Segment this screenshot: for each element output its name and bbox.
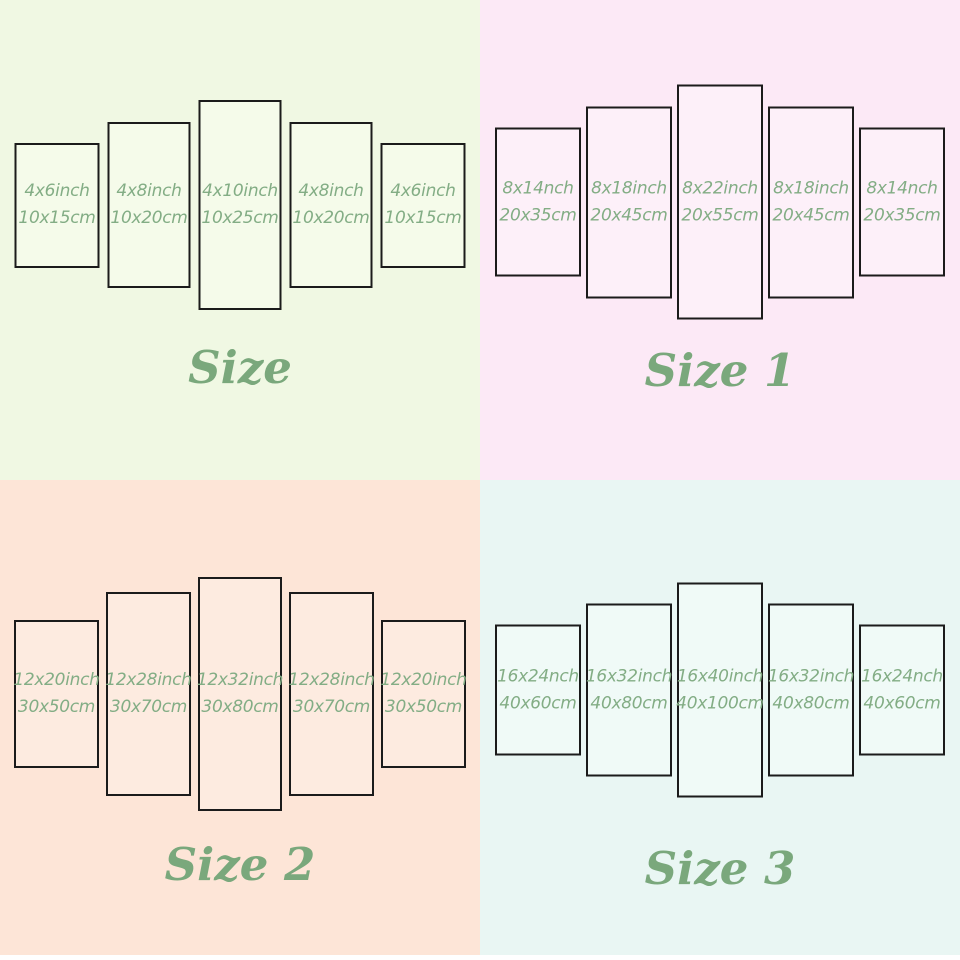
- quadrant-size: 4x6inch 10x15cm 4x8inch 10x20cm 4x10inch…: [0, 0, 480, 480]
- panel-label: 16x32inch 40x80cm: [585, 663, 673, 717]
- panel-size-inch: 4x6inch: [24, 181, 90, 201]
- panel-size-cm: 40x80cm: [772, 693, 850, 713]
- canvas-panel: 4x6inch 10x15cm: [380, 142, 466, 268]
- quadrant-size-1: 8x14nch 20x35cm 8x18inch 20x45cm 8x22inc…: [480, 0, 960, 480]
- canvas-panel: 16x32inch 40x80cm: [767, 603, 855, 777]
- canvas-panel: 12x28inch 30x70cm: [288, 592, 375, 796]
- panel-size-cm: 30x80cm: [201, 697, 279, 717]
- panel-size-inch: 12x20inch: [13, 670, 100, 690]
- panel-row: 4x6inch 10x15cm 4x8inch 10x20cm 4x10inch…: [14, 100, 466, 310]
- canvas-panel: 4x10inch 10x25cm: [198, 100, 282, 310]
- panel-size-cm: 20x45cm: [590, 205, 668, 225]
- panel-size-inch: 12x20inch: [380, 670, 467, 690]
- panel-size-cm: 30x70cm: [292, 697, 371, 717]
- panel-size-inch: 8x22inch: [682, 178, 758, 198]
- panel-size-inch: 4x6inch: [390, 181, 456, 201]
- quadrant-title: Size 2: [164, 838, 316, 891]
- panel-label: 16x40inch 40x100cm: [676, 663, 764, 717]
- canvas-panel: 12x20inch 30x50cm: [380, 620, 467, 768]
- panel-size-inch: 16x24nch: [497, 666, 579, 686]
- panel-label: 8x22inch 20x55cm: [681, 175, 758, 229]
- panel-size-cm: 40x60cm: [499, 693, 577, 713]
- panel-label: 12x32inch 30x80cm: [196, 667, 284, 721]
- panel-size-inch: 16x24nch: [861, 666, 943, 686]
- panel-size-cm: 10x15cm: [384, 208, 462, 228]
- canvas-panel: 12x20inch 30x50cm: [13, 620, 100, 768]
- panel-size-cm: 10x25cm: [201, 208, 279, 228]
- panel-size-cm: 20x35cm: [863, 205, 941, 225]
- panel-size-cm: 30x50cm: [384, 697, 463, 717]
- panel-label: 16x24nch 40x60cm: [861, 663, 943, 717]
- panel-size-inch: 16x40inch: [676, 666, 764, 686]
- panel-size-inch: 16x32inch: [585, 666, 673, 686]
- panel-label: 12x20inch 30x50cm: [380, 667, 467, 721]
- canvas-panel: 16x40inch 40x100cm: [676, 582, 764, 798]
- canvas-panel: 8x14nch 20x35cm: [495, 127, 581, 277]
- quadrant-size-2: 12x20inch 30x50cm 12x28inch 30x70cm 12x3…: [0, 480, 480, 955]
- canvas-panel: 16x24nch 40x60cm: [859, 624, 945, 756]
- panel-label: 4x8inch 10x20cm: [292, 178, 369, 232]
- canvas-panel: 4x8inch 10x20cm: [289, 122, 373, 288]
- panel-size-cm: 30x50cm: [17, 697, 96, 717]
- panel-size-inch: 4x8inch: [116, 181, 182, 201]
- panel-label: 12x28inch 30x70cm: [288, 667, 375, 721]
- canvas-panel: 16x32inch 40x80cm: [585, 603, 673, 777]
- canvas-panel: 8x18inch 20x45cm: [586, 106, 672, 298]
- panel-row: 16x24nch 40x60cm 16x32inch 40x80cm 16x40…: [495, 582, 945, 798]
- panel-size-inch: 4x8inch: [298, 181, 364, 201]
- panel-label: 12x28inch 30x70cm: [105, 667, 192, 721]
- quadrant-title: Size: [188, 341, 292, 394]
- panel-size-cm: 40x80cm: [590, 693, 668, 713]
- canvas-panel: 4x8inch 10x20cm: [107, 122, 191, 288]
- panel-size-cm: 10x15cm: [18, 208, 96, 228]
- panel-size-inch: 8x18inch: [773, 178, 849, 198]
- panel-size-inch: 8x14nch: [502, 178, 574, 198]
- panel-size-cm: 10x20cm: [110, 208, 188, 228]
- quadrant-title: Size 3: [644, 842, 796, 895]
- panel-size-cm: 40x100cm: [676, 693, 764, 713]
- panel-size-cm: 20x45cm: [772, 205, 850, 225]
- panel-size-inch: 16x32inch: [767, 666, 855, 686]
- canvas-panel: 12x28inch 30x70cm: [105, 592, 192, 796]
- panel-label: 8x18inch 20x45cm: [772, 175, 849, 229]
- panel-size-cm: 20x55cm: [681, 205, 759, 225]
- panel-size-inch: 12x32inch: [196, 670, 284, 690]
- canvas-panel: 4x6inch 10x15cm: [14, 142, 100, 268]
- panel-size-cm: 20x35cm: [499, 205, 577, 225]
- panel-size-cm: 40x60cm: [863, 693, 941, 713]
- panel-size-inch: 8x18inch: [591, 178, 667, 198]
- panel-label: 12x20inch 30x50cm: [13, 667, 100, 721]
- canvas-panel: 12x32inch 30x80cm: [196, 577, 284, 811]
- canvas-panel: 16x24nch 40x60cm: [495, 624, 581, 756]
- panel-label: 4x6inch 10x15cm: [384, 178, 461, 232]
- panel-row: 12x20inch 30x50cm 12x28inch 30x70cm 12x3…: [13, 577, 467, 811]
- panel-size-inch: 4x10inch: [202, 181, 278, 201]
- canvas-panel: 8x18inch 20x45cm: [768, 106, 854, 298]
- panel-label: 16x32inch 40x80cm: [767, 663, 855, 717]
- panel-label: 8x18inch 20x45cm: [590, 175, 667, 229]
- panel-size-inch: 12x28inch: [105, 670, 192, 690]
- panel-label: 8x14nch 20x35cm: [863, 175, 940, 229]
- panel-label: 8x14nch 20x35cm: [499, 175, 576, 229]
- quadrant-title: Size 1: [644, 344, 796, 397]
- quadrant-size-3: 16x24nch 40x60cm 16x32inch 40x80cm 16x40…: [480, 480, 960, 955]
- panel-label: 4x10inch 10x25cm: [201, 178, 278, 232]
- panel-label: 16x24nch 40x60cm: [497, 663, 579, 717]
- panel-size-cm: 10x20cm: [292, 208, 370, 228]
- panel-size-inch: 12x28inch: [288, 670, 375, 690]
- canvas-panel: 8x22inch 20x55cm: [677, 84, 763, 320]
- canvas-panel: 8x14nch 20x35cm: [859, 127, 945, 277]
- panel-size-cm: 30x70cm: [109, 697, 188, 717]
- panel-row: 8x14nch 20x35cm 8x18inch 20x45cm 8x22inc…: [495, 84, 945, 320]
- panel-label: 4x6inch 10x15cm: [18, 178, 95, 232]
- panel-label: 4x8inch 10x20cm: [110, 178, 187, 232]
- panel-size-inch: 8x14nch: [866, 178, 938, 198]
